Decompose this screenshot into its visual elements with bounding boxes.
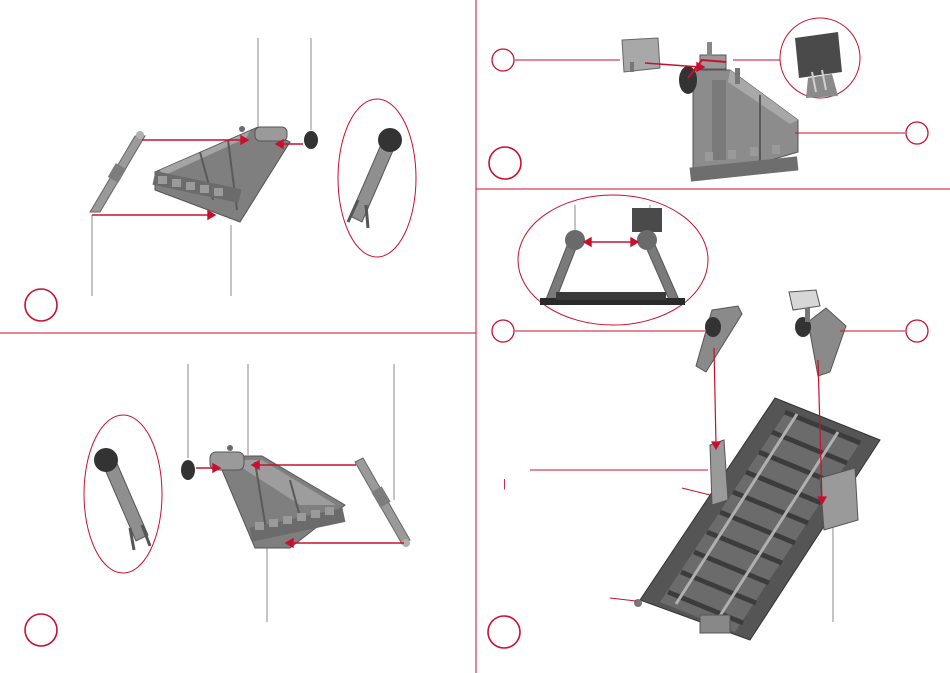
step-4-badge: [488, 616, 520, 648]
left-buffer-stop-part: [696, 306, 742, 372]
detail-circle-sign: [780, 18, 860, 98]
buffer-rod-part: [90, 131, 145, 212]
detail-oval-buffer-right: [84, 415, 162, 573]
stray-mark: |: [503, 478, 506, 490]
step-2-badge: [25, 614, 57, 646]
panel-step-2: [25, 364, 410, 646]
track-section-part: [610, 398, 880, 640]
panel-step-4: |: [488, 195, 928, 648]
step-3-badge: [489, 147, 521, 179]
callout-sign: [492, 49, 514, 71]
buffer-head-part: [304, 131, 318, 149]
buffer-rod-part: [355, 458, 410, 547]
buffer-head-part: [181, 460, 195, 480]
callout-right-buffer: [906, 320, 928, 342]
step-1-badge: [25, 289, 57, 321]
buffer-frame-part: [210, 445, 345, 548]
detail-oval-front-view: [518, 195, 708, 325]
panel-step-1: [25, 38, 416, 321]
panel-step-3: [489, 18, 928, 182]
callout-left-buffer: [492, 320, 514, 342]
detail-oval-buffer-left: [338, 99, 416, 257]
callout-buffer: [906, 122, 928, 144]
sign-plate-part: [622, 38, 660, 72]
